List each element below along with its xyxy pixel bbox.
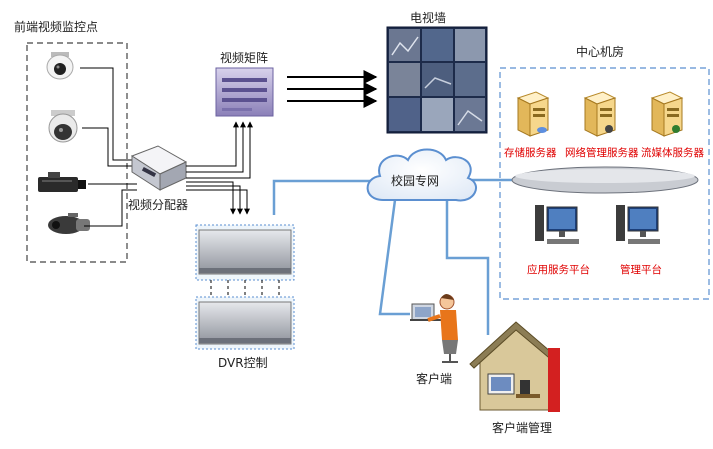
security-camera-icon <box>48 213 90 234</box>
center-room-box <box>499 67 710 300</box>
video-distributor-label: 视频分配器 <box>128 197 188 212</box>
video-matrix-device <box>215 67 274 117</box>
video-matrix-label: 视频矩阵 <box>220 50 268 65</box>
storage-server-label: 存储服务器 <box>504 146 557 159</box>
server-tower-icon <box>650 91 684 137</box>
camera-links <box>80 67 137 227</box>
distributor-to-matrix-links <box>186 121 253 179</box>
campus-network-label: 校园专网 <box>391 173 439 188</box>
app-service-platform-label: 应用服务平台 <box>527 263 590 276</box>
tv-wall-screens <box>386 26 488 134</box>
streaming-server-label: 流媒体服务器 <box>641 146 704 159</box>
house-icon <box>469 321 560 412</box>
video-distributor-device <box>130 145 188 191</box>
dvr-area <box>195 224 295 350</box>
management-platform-label: 管理平台 <box>620 263 662 276</box>
security-camera-icon <box>46 52 74 80</box>
security-camera-icon <box>38 172 86 192</box>
tv-wall-label: 电视墙 <box>410 10 446 25</box>
center-room-title: 中心机房 <box>576 44 624 59</box>
desktop-computer-icon <box>535 205 579 244</box>
client-management-label: 客户端管理 <box>492 420 552 435</box>
server-tower-icon <box>516 91 550 137</box>
matrix-to-tvwall-arrows <box>287 70 378 108</box>
distributor-to-dvr-links <box>186 181 250 215</box>
security-camera-icon <box>48 110 78 143</box>
person-at-desk-icon <box>410 293 458 363</box>
network-mgmt-server-label: 网络管理服务器 <box>565 146 639 159</box>
network-links <box>272 178 518 335</box>
client-label: 客户端 <box>416 371 452 386</box>
cloud-icon <box>366 148 477 202</box>
network-backbone <box>511 166 699 194</box>
front-monitor-title: 前端视频监控点 <box>14 19 98 34</box>
front-monitor-box <box>26 42 128 263</box>
dvr-control-label: DVR控制 <box>218 356 268 370</box>
desktop-computer-icon <box>616 205 660 244</box>
server-tower-icon <box>583 91 617 137</box>
